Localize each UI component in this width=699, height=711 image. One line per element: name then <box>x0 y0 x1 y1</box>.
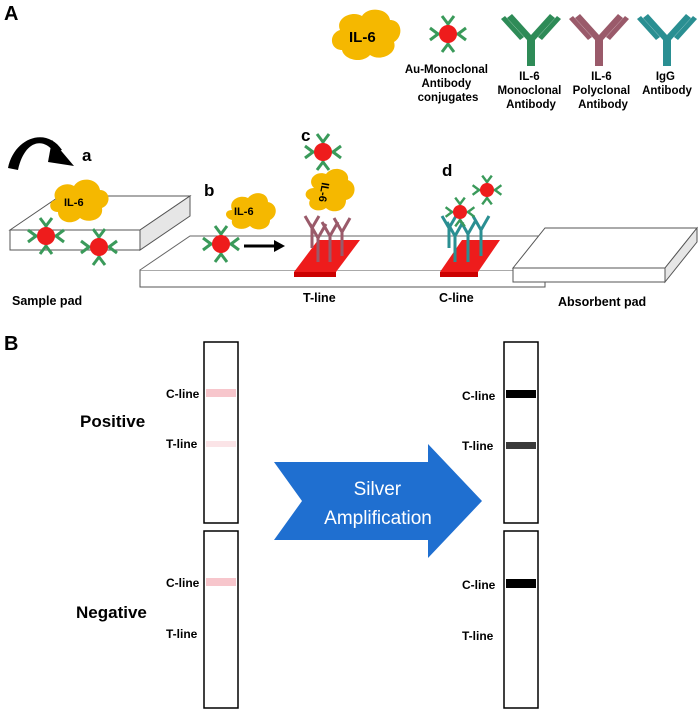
step-b-il6-label: IL-6 <box>234 206 254 218</box>
absorbent-pad-label: Absorbent pad <box>558 295 646 309</box>
legend-il6-cloud: IL-6 <box>331 9 401 61</box>
step-label-c: c <box>301 126 310 145</box>
step-label-b: b <box>204 181 214 200</box>
c-line-conjugate-2 <box>473 176 502 205</box>
step-label-a: a <box>82 146 92 165</box>
legend-monoclonal-antibody-label: IL-6 Monoclonal Antibody <box>497 71 564 111</box>
legend-au-conjugate-label: Au-Monoclonal Antibody conjugates <box>405 64 491 104</box>
positive-after-c-line-label: C-line <box>462 389 496 403</box>
positive-row-label: Positive <box>80 412 145 431</box>
absorbent-pad <box>511 226 699 284</box>
positive-before-c-line-label: C-line <box>166 387 200 401</box>
lateral-flow-strip: IL-6 IL-6 IL-6 a b c d Sample pad T-l <box>8 126 699 309</box>
positive-before-t-line-band <box>206 441 236 447</box>
positive-before-t-line-label: T-line <box>166 437 198 451</box>
panel-label-a: A <box>4 3 18 25</box>
negative-row-label: Negative <box>76 603 147 622</box>
legend-polyclonal-antibody-label: IL-6 Polyclonal Antibody <box>573 71 634 111</box>
legend-polyclonal-antibody-icon <box>569 14 629 66</box>
legend: IL-6 Au-Monoclonal Antibody conjugates I… <box>331 9 697 111</box>
c-line-igg-antibodies <box>440 215 491 262</box>
negative-strip-before <box>203 530 239 709</box>
sample-application-arrow <box>8 137 74 170</box>
positive-after-t-line-band <box>506 442 536 449</box>
t-line-label: T-line <box>303 291 336 305</box>
panel-label-b: B <box>4 333 18 355</box>
positive-before-c-line-band <box>206 389 236 397</box>
legend-il6-label: IL-6 <box>349 29 376 46</box>
positive-strip-before <box>203 341 239 524</box>
step-c-il6-label: IL-6 <box>316 181 331 202</box>
negative-before-c-line-label: C-line <box>166 576 200 590</box>
silver-amplification-arrow: Silver Amplification <box>274 444 482 558</box>
legend-au-conjugate-icon <box>430 16 466 52</box>
negative-after-c-line-band <box>506 579 536 588</box>
legend-igg-antibody-label: IgG Antibody <box>642 71 692 97</box>
step-label-d: d <box>442 161 452 180</box>
negative-after-t-line-label: T-line <box>462 629 494 643</box>
sample-pad-il6: IL-6 <box>50 179 109 223</box>
c-line-bar <box>440 240 500 277</box>
positive-after-t-line-label: T-line <box>462 439 494 453</box>
negative-after-c-line-label: C-line <box>462 578 496 592</box>
t-line-polyclonal-antibodies <box>303 215 352 262</box>
legend-monoclonal-antibody-icon <box>501 14 561 66</box>
positive-after-c-line-band <box>506 390 536 398</box>
silver-amplification-label: Silver Amplification <box>324 479 432 529</box>
flow-arrow <box>244 240 285 252</box>
panel-b: C-line T-line C-line T-line C-line T-lin… <box>76 341 539 709</box>
sample-pad-label: Sample pad <box>12 294 82 308</box>
legend-igg-antibody-icon <box>637 14 697 66</box>
step-b-il6: IL-6 <box>226 193 276 230</box>
sample-pad-il6-label: IL-6 <box>64 197 84 209</box>
negative-before-t-line-label: T-line <box>166 627 198 641</box>
step-c-il6: IL-6 <box>305 168 355 212</box>
negative-before-c-line-band <box>206 578 236 586</box>
positive-strip-after <box>503 341 539 524</box>
negative-strip-after <box>503 530 539 709</box>
c-line-label: C-line <box>439 291 474 305</box>
